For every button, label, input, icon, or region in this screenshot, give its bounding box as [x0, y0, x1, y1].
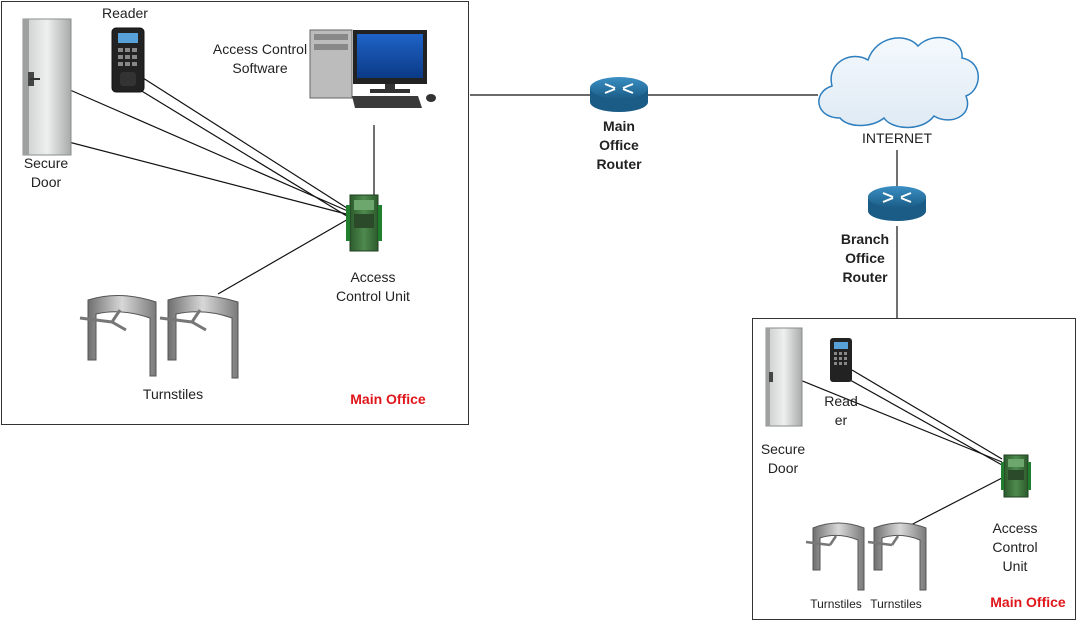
line-reader-acu — [142, 77, 351, 211]
computer-icon — [309, 29, 436, 108]
line-branch-reader-acu-2 — [849, 379, 1003, 466]
branch-reader-label: Read er — [818, 392, 864, 430]
access-control-unit-label: Access Control Unit — [318, 268, 428, 306]
connection-lines — [29, 77, 1003, 529]
software-label: Access Control Software — [200, 40, 320, 78]
main-router-label-line-2: Office — [599, 137, 639, 153]
branch-turnstiles-label-2: Turnstiles — [870, 597, 922, 611]
secure-door-label: Secure Door — [11, 154, 81, 192]
access-control-unit-icon — [346, 194, 382, 252]
internet-cloud-icon — [818, 36, 979, 129]
line-turnstile-acu — [217, 217, 351, 295]
line-branch-turnstile-acu — [904, 477, 1003, 529]
secure-door-label-line-1: Secure — [23, 155, 69, 171]
line-branch-reader-acu — [851, 369, 1003, 460]
branch-router-label-line-2: Office — [845, 250, 885, 266]
acu-label-line-1: Access — [350, 269, 396, 285]
branch-secure-door-label: Secure Door — [750, 440, 816, 478]
line-door-acu-2 — [29, 131, 351, 216]
software-label-line-1: Access Control — [212, 41, 308, 57]
branch-door-label-line-2: Door — [767, 460, 799, 476]
main-router-label-line-1: Main — [603, 118, 635, 134]
line-reader-acu-2 — [139, 89, 351, 219]
branch-door-label-line-1: Secure — [760, 441, 806, 457]
branch-office-router-label: Branch Office Router — [830, 230, 900, 287]
branch-reader-icon — [830, 338, 852, 382]
main-office-router-icon — [590, 77, 648, 112]
branch-reader-label-line-2: er — [834, 412, 848, 428]
branch-reader-label-line-1: Read — [824, 393, 858, 409]
branch-secure-door-icon — [765, 327, 803, 427]
branch-office-box — [752, 318, 1076, 620]
acu-label-line-2: Control Unit — [336, 288, 410, 304]
software-label-line-2: Software — [232, 60, 288, 76]
branch-router-label-line-1: Branch — [840, 231, 890, 247]
turnstiles-label: Turnstiles — [142, 386, 204, 402]
branch-acu-label-line-1: Access — [992, 520, 1038, 536]
main-office-router-label: Main Office Router — [580, 117, 658, 174]
branch-router-label-line-3: Router — [842, 269, 888, 285]
branch-office-router-icon — [868, 186, 926, 221]
branch-turnstiles-label-1: Turnstiles — [810, 597, 862, 611]
secure-door-icon — [22, 18, 72, 156]
reader-icon — [111, 27, 145, 93]
branch-turnstiles-icon — [805, 522, 927, 591]
branch-access-control-unit-label: Access Control Unit — [982, 519, 1048, 576]
main-office-label: Main Office — [350, 391, 426, 407]
turnstiles-icon — [79, 294, 239, 379]
branch-access-control-unit-icon — [1001, 454, 1031, 498]
internet-label: INTERNET — [862, 130, 932, 146]
branch-acu-label-line-3: Unit — [1002, 558, 1028, 574]
line-door-acu — [69, 89, 351, 213]
main-router-label-line-3: Router — [596, 156, 642, 172]
secure-door-label-line-2: Door — [30, 174, 62, 190]
main-office-box — [1, 1, 469, 425]
branch-acu-label-line-2: Control — [992, 539, 1038, 555]
line-branch-door-acu — [799, 379, 1003, 463]
reader-label: Reader — [102, 5, 148, 21]
branch-main-office-label: Main Office — [990, 594, 1066, 610]
